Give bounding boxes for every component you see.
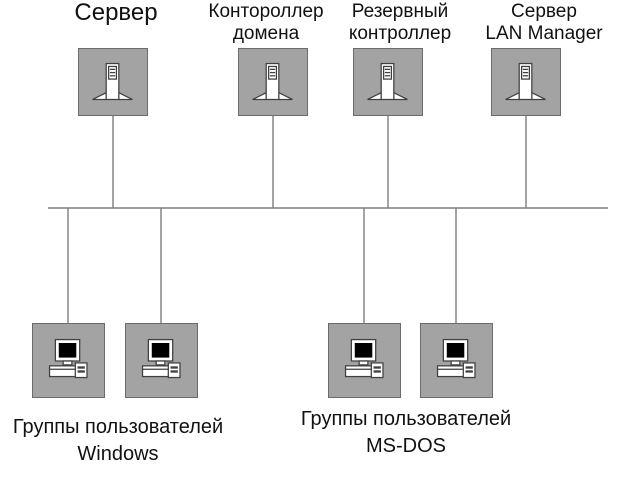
desktop-computer-icon [141, 338, 181, 379]
server-tower-icon [505, 62, 546, 101]
server-label: Сервер [74, 0, 158, 26]
server-tower-icon [367, 62, 408, 101]
backup-controller-label: Резервный контроллер [348, 1, 452, 44]
server-tower-icon [92, 62, 133, 101]
workstation-node-1 [32, 323, 105, 398]
msdos-users-group-label: Группы пользователей MS-DOS [300, 408, 512, 457]
lan-manager-node [491, 48, 561, 116]
windows-users-group-label: Группы пользователей Windows [12, 416, 224, 465]
workstation-node-3 [328, 323, 401, 398]
server-tower-icon [252, 62, 293, 101]
workstation-node-4 [420, 323, 493, 398]
lan-manager-label: Сервер LAN Manager [485, 1, 603, 44]
domain-controller-label: Контороллер домена [208, 1, 324, 44]
domain-controller-node [238, 48, 308, 116]
server-node [78, 48, 148, 116]
desktop-computer-icon [48, 338, 88, 379]
workstation-node-2 [125, 323, 198, 398]
desktop-computer-icon [344, 338, 384, 379]
backup-controller-node [353, 48, 423, 116]
desktop-computer-icon [436, 338, 476, 379]
